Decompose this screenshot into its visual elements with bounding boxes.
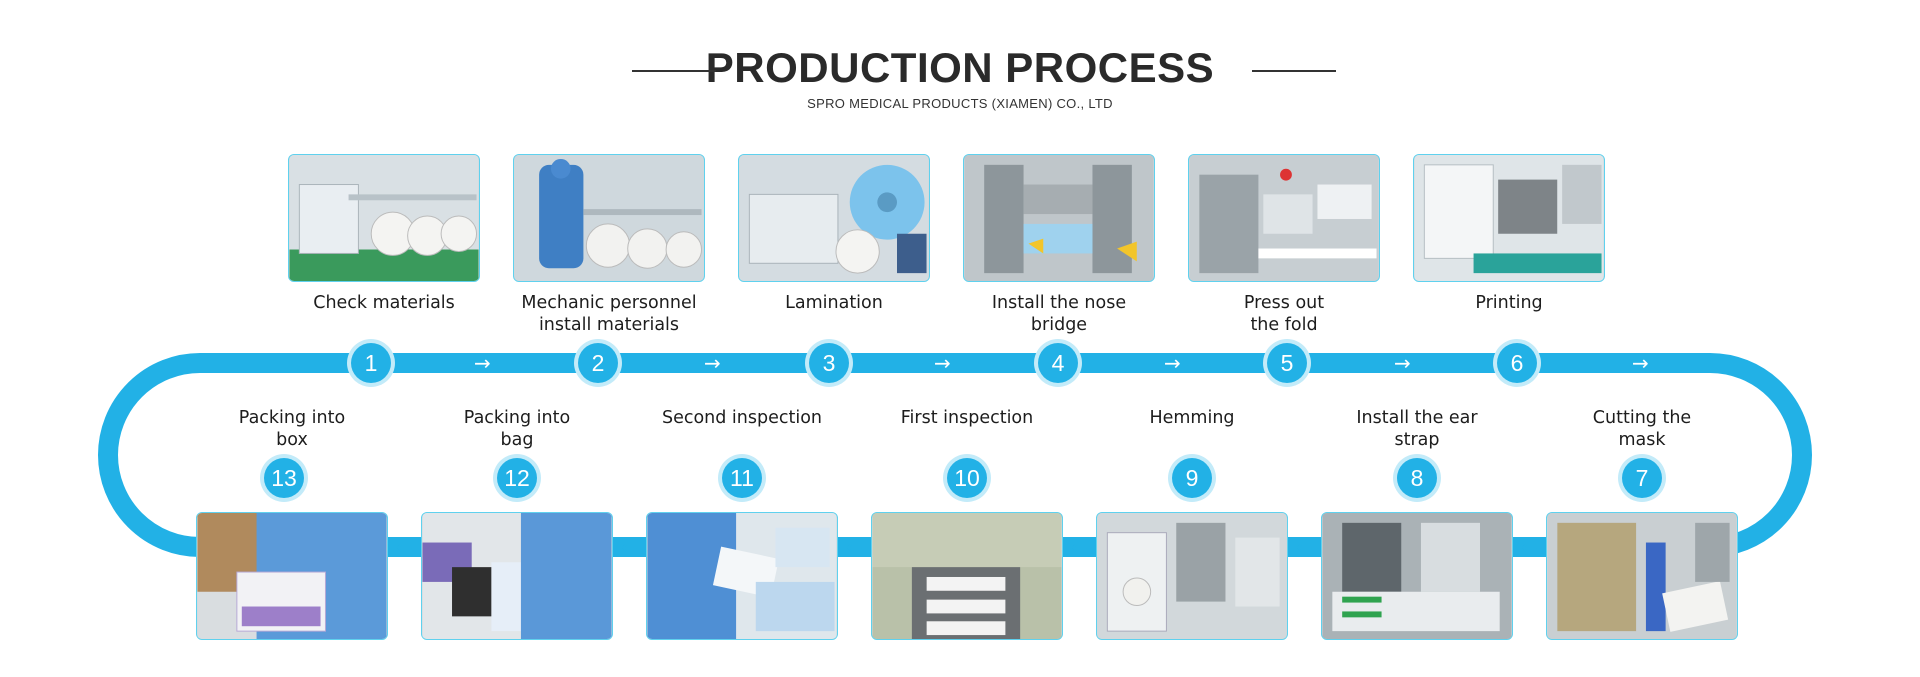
step-2-badge: 2 [578,343,618,383]
arrow-right-icon: → [934,351,951,375]
arrow-left-icon: ← [1071,535,1088,559]
step-6-photo [1413,154,1605,282]
step-9-badge: 9 [1172,458,1212,498]
step-8-photo [1321,512,1513,640]
arrow-left-icon: ← [1521,535,1538,559]
arrow-right-icon: → [704,351,721,375]
step-13-photo [196,512,388,640]
step-5-badge: 5 [1267,343,1307,383]
step-7-badge: 7 [1622,458,1662,498]
arrow-right-icon: → [474,351,491,375]
arrow-left-icon: ← [846,535,863,559]
step-10-label: First inspection [900,408,1034,428]
step-11-badge: 11 [722,458,762,498]
step-3-photo [738,154,930,282]
step-3-badge: 3 [809,343,849,383]
page-title: PRODUCTION PROCESS [705,44,1215,91]
step-9-label: Hemming [1149,408,1235,428]
arrow-right-icon: → [1632,351,1649,375]
step-12-photo [421,512,613,640]
step-3-label: Lamination [785,293,883,313]
step-5-photo [1188,154,1380,282]
step-7-photo [1546,512,1738,640]
step-6-badge: 6 [1497,343,1537,383]
step-8-badge: 8 [1397,458,1437,498]
step-10-badge: 10 [947,458,987,498]
step-1-label: Check materials [313,293,455,313]
step-4-badge: 4 [1038,343,1078,383]
arrow-right-icon: → [1394,351,1411,375]
step-10-photo [871,512,1063,640]
page-subtitle: SPRO MEDICAL PRODUCTS (XIAMEN) CO., LTD [807,96,1113,111]
step-1-photo [288,154,480,282]
step-1-badge: 1 [351,343,391,383]
step-6-label: Printing [1475,293,1543,313]
step-4-photo [963,154,1155,282]
title-divider-right [1252,70,1336,72]
arrow-left-icon: ← [396,535,413,559]
step-11-photo [646,512,838,640]
step-13-badge: 13 [264,458,304,498]
arrow-right-icon: → [1164,351,1181,375]
arrow-left-icon: ← [1296,535,1313,559]
step-9-photo [1096,512,1288,640]
step-12-badge: 12 [497,458,537,498]
title-divider-left [632,70,716,72]
arrow-left-icon: ← [621,535,638,559]
step-11-label: Second inspection [661,408,823,428]
step-2-photo [513,154,705,282]
